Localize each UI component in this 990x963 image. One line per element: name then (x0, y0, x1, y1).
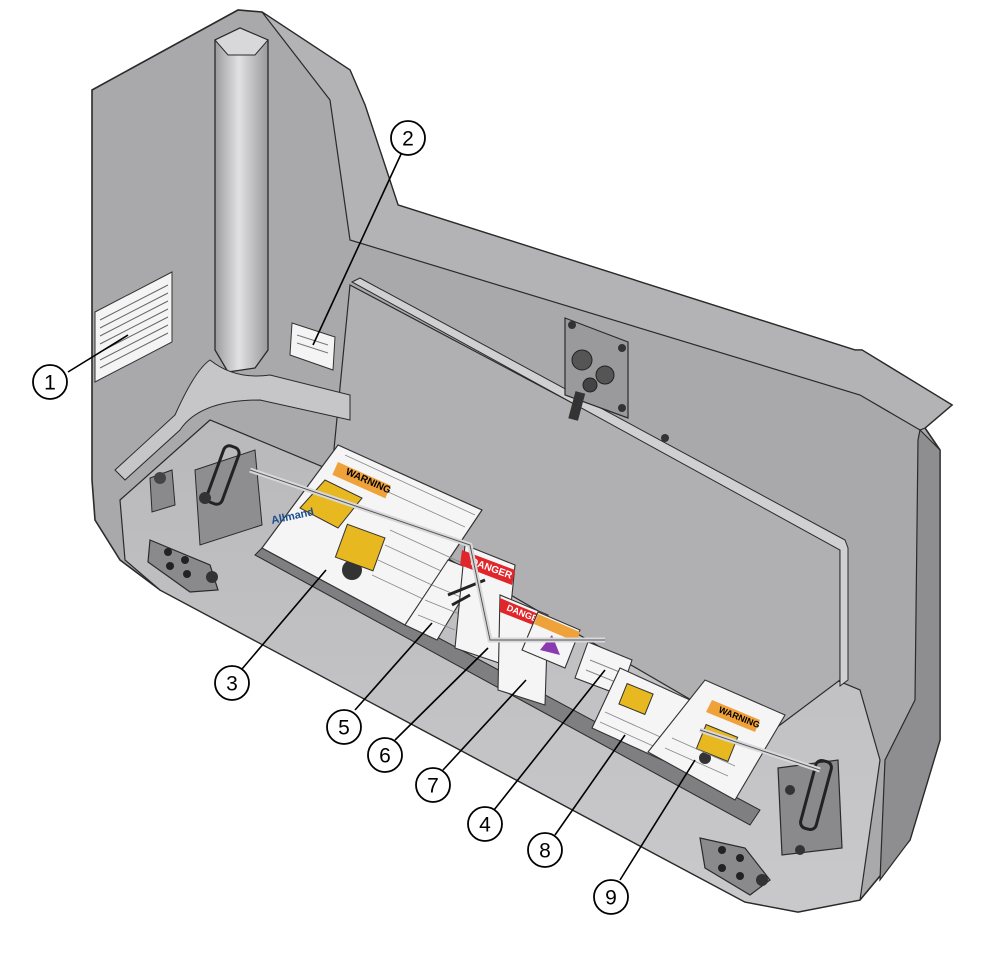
callout-5-label: 5 (338, 717, 350, 740)
callout-5: 5 (326, 709, 362, 745)
tube-cap (214, 27, 269, 56)
callout-6-label: 6 (379, 745, 391, 768)
callout-7-label: 7 (427, 775, 439, 798)
callout-4: 4 (467, 806, 503, 842)
latch-assembly (564, 317, 669, 442)
floor-decal-9: WARNING (647, 679, 786, 801)
callout-8: 8 (527, 832, 563, 868)
lower-rod-outline (699, 729, 821, 771)
callout-7: 7 (415, 767, 451, 803)
callout-3: 3 (214, 665, 250, 701)
wall-decal-2 (289, 322, 336, 371)
callout-8-label: 8 (539, 840, 551, 863)
left-bracket (149, 444, 263, 546)
right-bracket (777, 758, 843, 856)
right-hinge (699, 837, 771, 896)
callout-3-label: 3 (226, 673, 238, 696)
leader-7 (442, 679, 527, 771)
callout-6: 6 (367, 737, 403, 773)
callout-2-label: 2 (402, 128, 414, 151)
leader-8 (554, 734, 626, 836)
callout-leaders (67, 151, 696, 881)
vertical-tube (214, 27, 269, 373)
rear-wall (261, 11, 954, 431)
leader-5 (354, 622, 433, 711)
left-hinge (147, 539, 219, 593)
callout-9: 9 (593, 879, 629, 915)
leader-6 (394, 647, 489, 741)
recess-rim (350, 277, 849, 687)
corner-sweep (114, 359, 351, 481)
callout-1-label: 1 (44, 372, 56, 395)
support-rod-outline (249, 469, 605, 641)
leader-1 (67, 334, 129, 373)
callout-4-label: 4 (479, 814, 491, 837)
callout-9-label: 9 (605, 887, 617, 910)
leader-2 (312, 151, 403, 346)
right-wall (879, 428, 941, 882)
callout-1: 1 (32, 364, 68, 400)
leader-4 (493, 669, 606, 811)
callout-2: 2 (390, 120, 426, 156)
leader-9 (619, 759, 696, 881)
leader-3 (241, 569, 327, 670)
